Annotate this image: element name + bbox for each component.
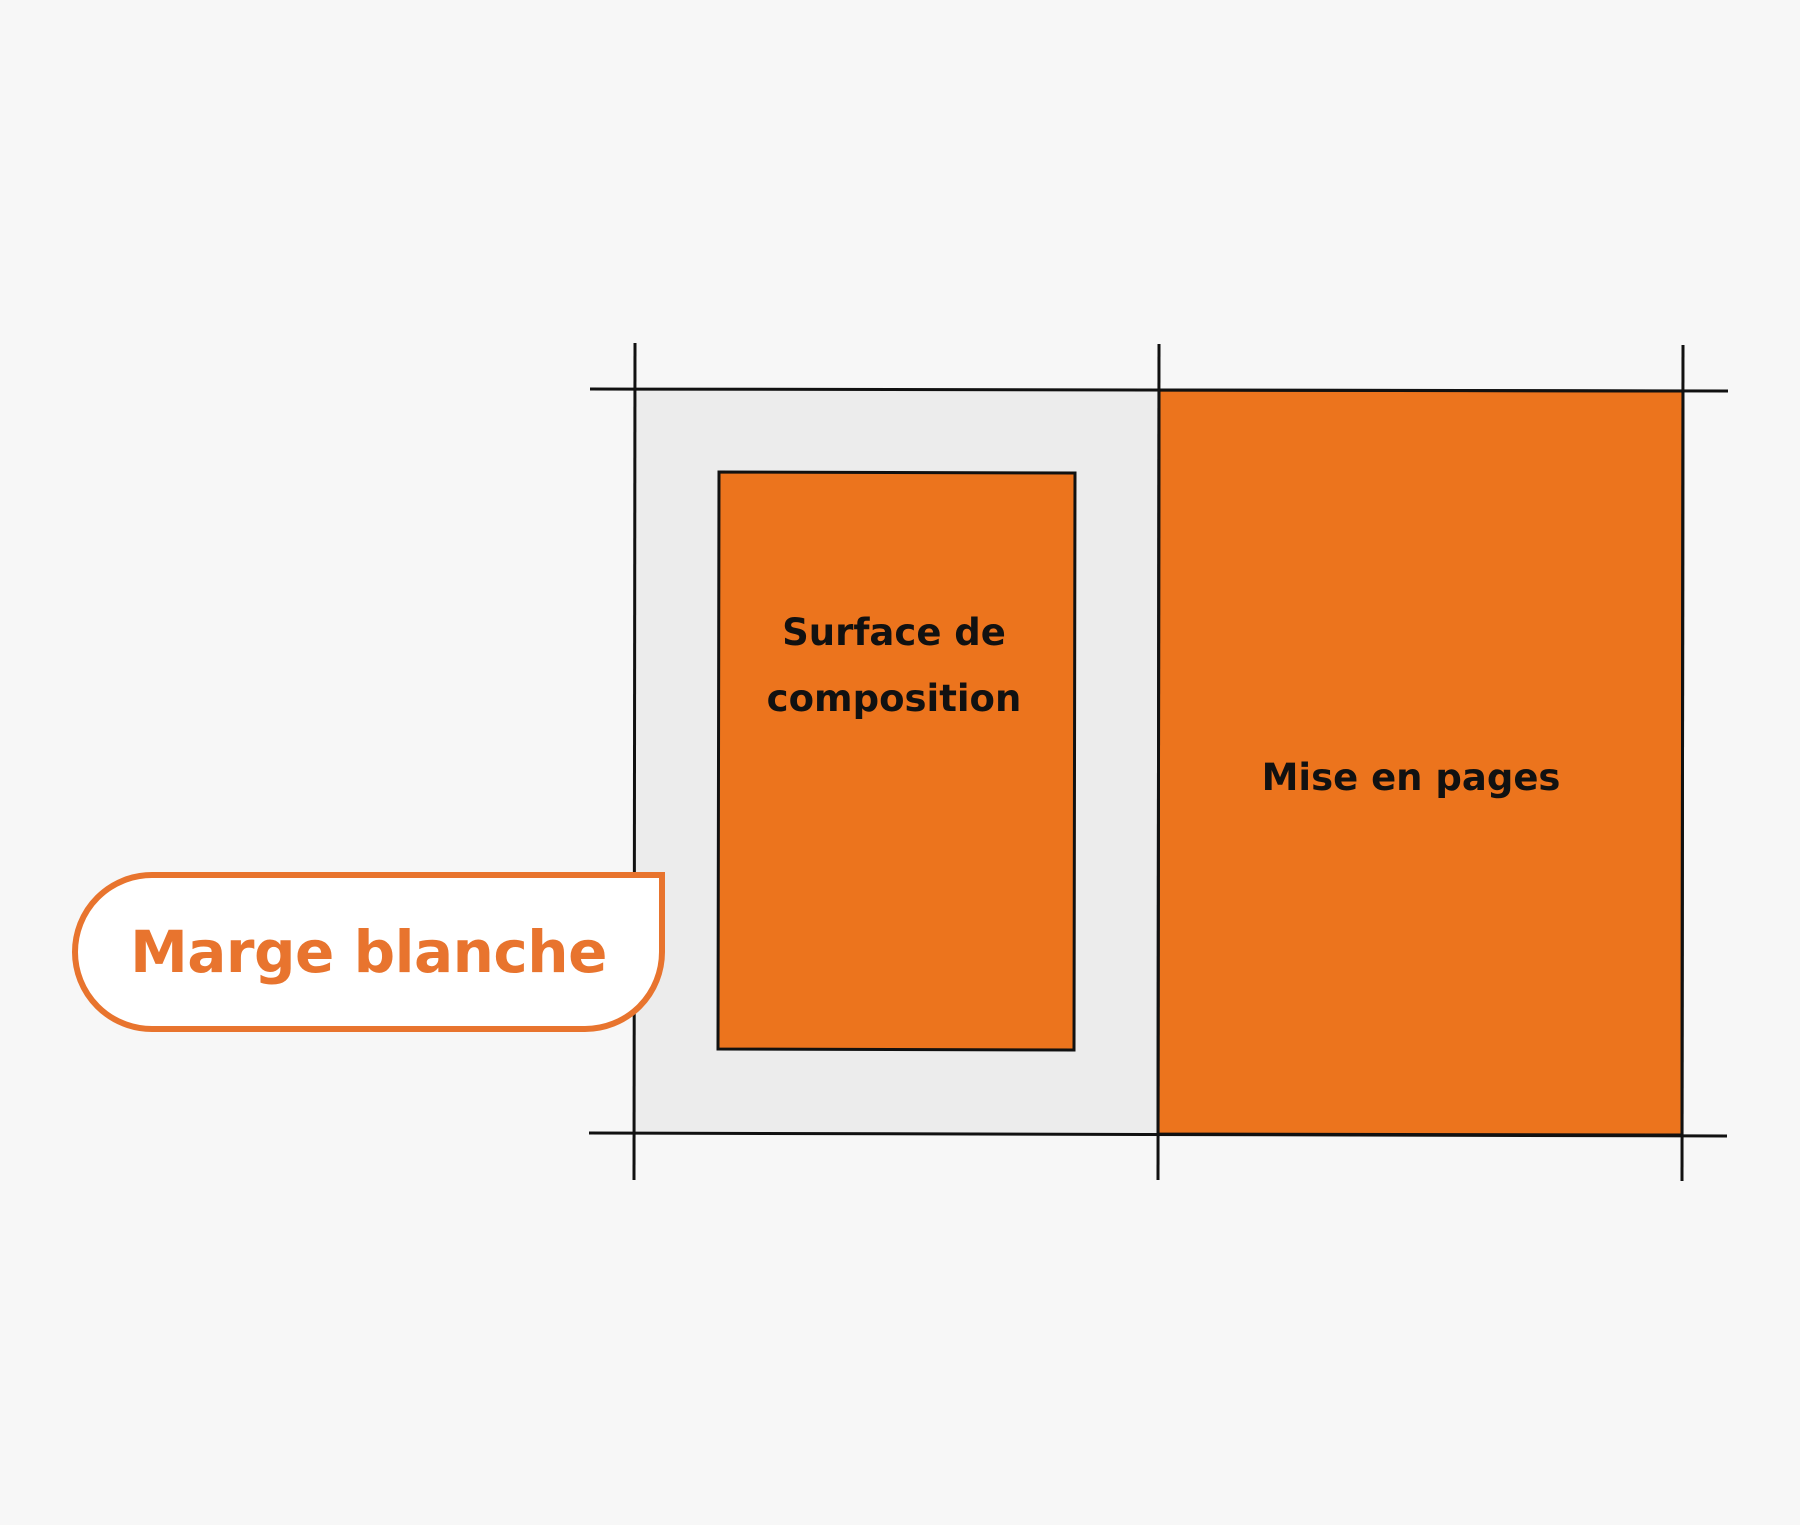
composition-label-line1: Surface de — [782, 611, 1006, 654]
left-guide-line — [632, 342, 637, 1181]
composition-area — [716, 470, 1077, 1052]
middle-guide-line — [1156, 343, 1161, 1181]
guide-lines — [588, 342, 1729, 1182]
margin-callout: Marge blanche — [72, 872, 665, 1032]
composition-label-line2: composition — [767, 677, 1022, 720]
margin-callout-label: Marge blanche — [130, 918, 607, 986]
right-guide-line — [1680, 344, 1685, 1182]
layout-label: Mise en pages — [1262, 756, 1561, 799]
